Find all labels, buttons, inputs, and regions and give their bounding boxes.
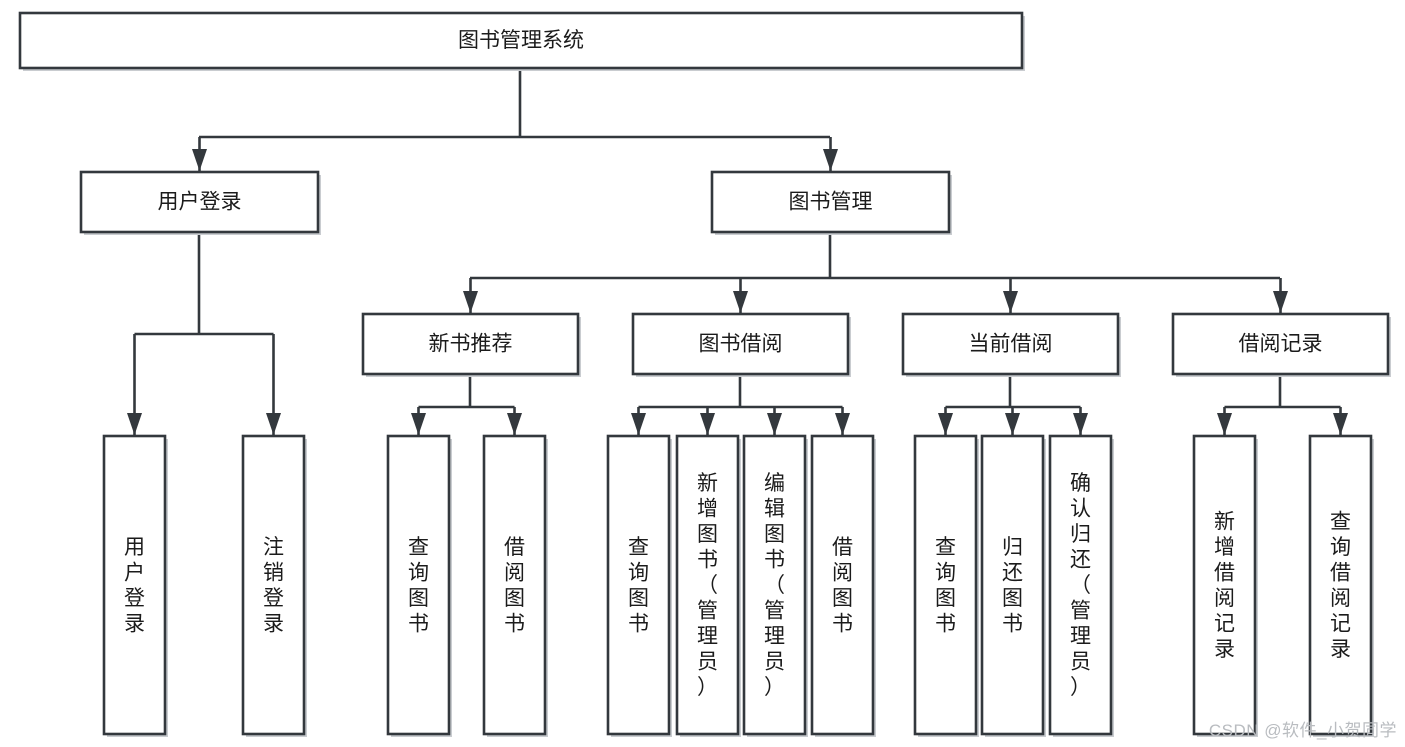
node-box[interactable] [901, 312, 1120, 376]
node-leaf-borrow-book-1[interactable]: 借阅图书 [482, 434, 548, 737]
node-label: 查询图书 [628, 536, 649, 636]
node-user-login[interactable]: 用户登录 [79, 170, 321, 235]
node-label: 当前借阅 [969, 333, 1053, 356]
node-label: 用户登录 [158, 191, 242, 214]
csdn-watermark: CSDN @软件_小贺同学 [1208, 721, 1397, 740]
node-box[interactable] [1308, 434, 1373, 736]
node-leaf-edit-book[interactable]: 编辑图书（管理员） [742, 434, 808, 737]
node-label: 图书管理 [789, 191, 873, 214]
node-leaf-add-book[interactable]: 新增图书（管理员） [675, 434, 741, 737]
node-borrow-record[interactable]: 借阅记录 [1171, 312, 1391, 377]
node-box[interactable] [18, 11, 1024, 70]
arrow-head-icon [411, 413, 426, 435]
arrow-head-icon [127, 413, 142, 435]
node-book-borrow[interactable]: 图书借阅 [631, 312, 851, 377]
arrow-head-icon [507, 413, 522, 435]
connectors-layer [127, 68, 1348, 435]
node-label: 查询借阅记录 [1330, 510, 1351, 661]
node-book-manage[interactable]: 图书管理 [710, 170, 952, 235]
node-box[interactable] [810, 434, 875, 736]
node-label: 借阅图书 [504, 536, 525, 636]
arrow-head-icon [1273, 291, 1288, 313]
node-new-book-rec[interactable]: 新书推荐 [361, 312, 581, 377]
node-box[interactable] [710, 170, 951, 234]
node-box[interactable] [102, 434, 167, 736]
arrow-head-icon [1005, 413, 1020, 435]
node-label: 用户登录 [124, 536, 145, 636]
node-label: 归还图书 [1002, 536, 1023, 636]
node-leaf-query-record[interactable]: 查询借阅记录 [1308, 434, 1374, 737]
node-leaf-borrow-book-2[interactable]: 借阅图书 [810, 434, 876, 737]
node-root[interactable]: 图书管理系统 [18, 11, 1025, 71]
node-label: 图书管理系统 [458, 29, 584, 52]
node-leaf-add-record[interactable]: 新增借阅记录 [1192, 434, 1258, 737]
node-leaf-confirm-return[interactable]: 确认归还（管理员） [1048, 434, 1114, 737]
node-box[interactable] [913, 434, 978, 736]
node-box[interactable] [1048, 434, 1113, 736]
arrow-head-icon [266, 413, 281, 435]
node-box[interactable] [361, 312, 580, 376]
arrow-head-icon [700, 413, 715, 435]
node-label: 编辑图书（管理员） [764, 472, 785, 699]
node-leaf-query-book-1[interactable]: 查询图书 [386, 434, 452, 737]
node-label: 注销登录 [263, 536, 284, 636]
arrow-head-icon [463, 291, 478, 313]
node-box[interactable] [606, 434, 671, 736]
node-box[interactable] [386, 434, 451, 736]
node-leaf-logout[interactable]: 注销登录 [241, 434, 307, 737]
node-box[interactable] [79, 170, 320, 234]
node-box[interactable] [1192, 434, 1257, 736]
node-label: 新书推荐 [429, 333, 513, 356]
node-current-borrow[interactable]: 当前借阅 [901, 312, 1121, 377]
arrow-head-icon [631, 413, 646, 435]
node-label: 借阅记录 [1239, 333, 1323, 356]
arrow-head-icon [1217, 413, 1232, 435]
node-label: 确认归还（管理员） [1070, 472, 1091, 699]
arrow-head-icon [938, 413, 953, 435]
node-box[interactable] [742, 434, 807, 736]
arrow-head-icon [733, 291, 748, 313]
arrow-head-icon [1333, 413, 1348, 435]
node-box[interactable] [631, 312, 850, 376]
node-label: 借阅图书 [832, 536, 853, 636]
node-leaf-query-book-2[interactable]: 查询图书 [606, 434, 672, 737]
node-box[interactable] [1171, 312, 1390, 376]
node-box[interactable] [675, 434, 740, 736]
node-box[interactable] [241, 434, 306, 736]
node-label: 新增图书（管理员） [697, 472, 718, 699]
arrow-head-icon [1073, 413, 1088, 435]
node-box[interactable] [482, 434, 547, 736]
arrow-head-icon [767, 413, 782, 435]
arrow-head-icon [835, 413, 850, 435]
node-label: 图书借阅 [699, 333, 783, 356]
arrow-head-icon [192, 149, 207, 171]
node-leaf-query-book-3[interactable]: 查询图书 [913, 434, 979, 737]
arrow-head-icon [823, 149, 838, 171]
node-label: 查询图书 [935, 536, 956, 636]
node-label: 新增借阅记录 [1214, 510, 1235, 661]
node-leaf-user-login[interactable]: 用户登录 [102, 434, 168, 737]
node-box[interactable] [980, 434, 1045, 736]
node-leaf-return-book[interactable]: 归还图书 [980, 434, 1046, 737]
arrow-head-icon [1003, 291, 1018, 313]
node-label: 查询图书 [408, 536, 429, 636]
boxes-layer: 图书管理系统用户登录图书管理新书推荐图书借阅当前借阅借阅记录用户登录注销登录查询… [18, 11, 1391, 737]
